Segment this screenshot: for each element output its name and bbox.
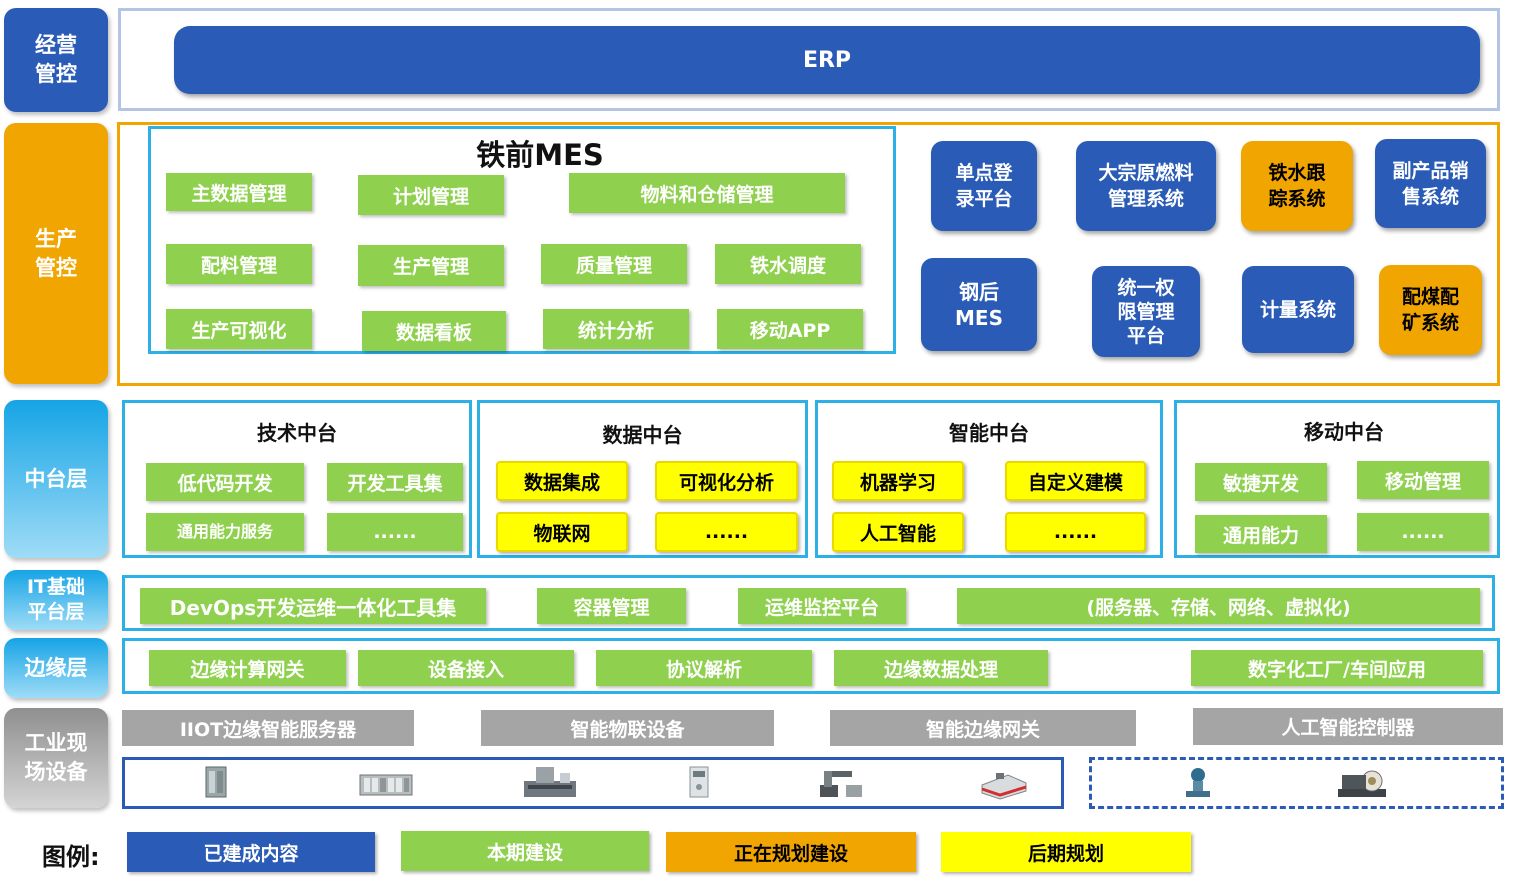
mes-title: 铁前MES bbox=[476, 138, 604, 172]
ai-item-custom-modeling: 自定义建模 bbox=[1005, 461, 1146, 501]
edge-item-device-access: 设备接入 bbox=[358, 650, 574, 686]
layer-label-production: 生产 管控 bbox=[4, 123, 108, 384]
mes-item-quality: 质量管理 bbox=[541, 244, 687, 284]
layer-label-edge: 边缘层 bbox=[4, 638, 108, 698]
system-unified-auth: 统一权 限管理 平台 bbox=[1092, 266, 1200, 357]
robot-arm-icon bbox=[820, 771, 862, 797]
data-platform-title: 数据中台 bbox=[602, 423, 683, 447]
layer-label-it: IT基础 平台层 bbox=[4, 570, 108, 630]
field-item-smart-edge-gateway: 智能边缘网关 bbox=[830, 710, 1136, 746]
layer-label-business: 经营 管控 bbox=[4, 8, 108, 112]
it-item-container: 容器管理 bbox=[537, 588, 686, 624]
data-item-iot: 物联网 bbox=[496, 512, 628, 552]
legend-label: 图例: bbox=[42, 843, 100, 871]
plc-rack-icon bbox=[359, 774, 413, 796]
layer-label-field: 工业现 场设备 bbox=[4, 708, 108, 808]
system-metering: 计量系统 bbox=[1242, 266, 1354, 353]
data-item-visual-analysis: 可视化分析 bbox=[655, 461, 798, 501]
tech-item-common-service: 通用能力服务 bbox=[146, 513, 304, 551]
mes-item-planning: 计划管理 bbox=[358, 175, 504, 215]
system-byproduct-sales: 副产品销 售系统 bbox=[1375, 139, 1486, 228]
cabinet-icon bbox=[205, 766, 227, 798]
mes-item-hot-metal-dispatch: 铁水调度 bbox=[715, 244, 861, 284]
edge-item-data-processing: 边缘数据处理 bbox=[834, 650, 1048, 686]
system-hot-metal-tracking: 铁水跟 踪系统 bbox=[1241, 141, 1353, 231]
tech-item-devtools: 开发工具集 bbox=[327, 463, 463, 501]
mes-item-master-data: 主数据管理 bbox=[166, 173, 312, 211]
mes-item-statistics: 统计分析 bbox=[543, 309, 689, 349]
ai-item-more: ...... bbox=[1005, 512, 1146, 552]
field-item-smart-iot-device: 智能物联设备 bbox=[481, 710, 774, 746]
it-item-infrastructure: (服务器、存储、网络、虚拟化) bbox=[957, 588, 1480, 624]
system-bulk-fuel: 大宗原燃料 管理系统 bbox=[1076, 141, 1216, 231]
mobile-item-more: ...... bbox=[1357, 513, 1489, 551]
layer-label-middle: 中台层 bbox=[4, 400, 108, 558]
field-devices-planned-frame bbox=[1089, 757, 1504, 809]
erp-frame bbox=[118, 8, 1500, 111]
legend-current-phase: 本期建设 bbox=[401, 831, 649, 871]
mes-item-batching: 配料管理 bbox=[166, 244, 312, 284]
agv-icon bbox=[981, 773, 1027, 800]
legend-future: 后期规划 bbox=[941, 832, 1191, 872]
data-item-more: ...... bbox=[655, 512, 798, 552]
mes-item-material-warehouse: 物料和仓储管理 bbox=[569, 173, 845, 213]
system-single-login: 单点登 录平台 bbox=[931, 141, 1037, 231]
edge-item-protocol-parsing: 协议解析 bbox=[596, 650, 812, 686]
field-devices-frame bbox=[122, 757, 1064, 809]
system-steel-mes: 钢后 MES bbox=[921, 258, 1037, 351]
pressure-transmitter-icon bbox=[1186, 768, 1210, 797]
mes-item-mobile-app: 移动APP bbox=[717, 309, 863, 349]
legend-planning: 正在规划建设 bbox=[666, 832, 916, 872]
legend-built: 已建成内容 bbox=[127, 832, 375, 872]
mobile-item-agile-dev: 敏捷开发 bbox=[1195, 463, 1327, 501]
it-item-ops-monitoring: 运维监控平台 bbox=[738, 588, 906, 624]
edge-item-gateway: 边缘计算网关 bbox=[149, 650, 346, 686]
erp-block: ERP bbox=[174, 26, 1480, 94]
field-item-ai-controller: 人工智能控制器 bbox=[1193, 708, 1503, 745]
edge-item-digital-factory: 数字化工厂/车间应用 bbox=[1191, 650, 1483, 686]
system-coal-blending: 配煤配 矿系统 bbox=[1379, 265, 1482, 355]
data-item-integration: 数据集成 bbox=[496, 461, 628, 501]
mes-item-production: 生产管理 bbox=[358, 245, 504, 286]
ai-item-artificial-intelligence: 人工智能 bbox=[832, 512, 964, 552]
mobile-item-common-ability: 通用能力 bbox=[1195, 515, 1327, 553]
mes-item-visualization: 生产可视化 bbox=[166, 309, 312, 349]
production-frame bbox=[117, 122, 1500, 386]
field-item-iiot-server: IIOT边缘智能服务器 bbox=[122, 710, 414, 746]
mes-item-dashboard: 数据看板 bbox=[362, 311, 506, 351]
tech-item-more: ...... bbox=[327, 513, 463, 551]
ai-platform-title: 智能中台 bbox=[949, 421, 1029, 445]
mobile-platform-title: 移动中台 bbox=[1304, 420, 1384, 444]
cnc-machine-icon bbox=[524, 767, 576, 797]
ai-item-machine-learning: 机器学习 bbox=[832, 461, 964, 501]
controller-icon bbox=[689, 766, 709, 798]
it-item-devops: DevOps开发运维一体化工具集 bbox=[140, 588, 486, 624]
pump-icon bbox=[1338, 770, 1386, 797]
tech-platform-title: 技术中台 bbox=[257, 421, 337, 445]
tech-item-lowcode: 低代码开发 bbox=[146, 463, 304, 501]
mobile-item-mobile-management: 移动管理 bbox=[1357, 461, 1489, 499]
